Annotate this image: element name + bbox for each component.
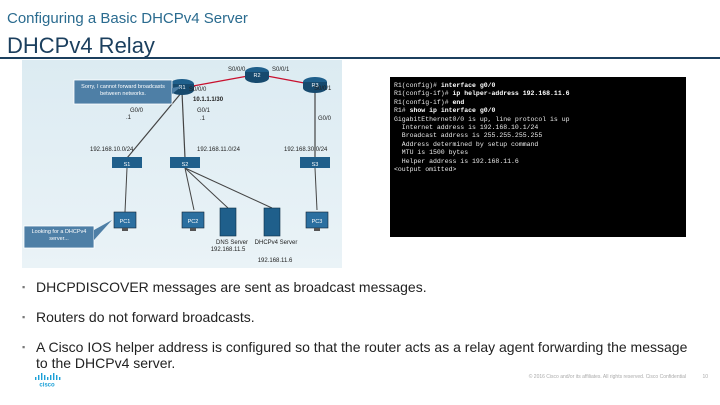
terminal-prompt: R1(config-if)#	[394, 90, 453, 98]
svg-text:G0/1: G0/1	[197, 108, 211, 114]
dhcp-server: DHCPv4 Server 192.168.11.6	[255, 207, 298, 264]
switch-s3: S3	[300, 157, 330, 168]
terminal-prompt: R1#	[394, 107, 410, 115]
svg-text:R3: R3	[311, 83, 318, 89]
svg-text:S2: S2	[182, 162, 189, 168]
svg-text:S3: S3	[312, 162, 319, 168]
dns-server: DNS Server 192.168.11.5	[211, 207, 248, 253]
svg-text:192.168.11.6: 192.168.11.6	[258, 258, 293, 264]
network-topology-diagram: R2 R1 R3 S0/0/0 S0/0/1 S0/0/0 10.1.1.1/3…	[22, 60, 342, 268]
svg-text:192.168.11.5: 192.168.11.5	[211, 247, 246, 253]
terminal-line: R1(config)# interface g0/0	[394, 82, 682, 90]
router-r3: R3	[303, 77, 327, 93]
svg-text:10.1.1.1/30: 10.1.1.1/30	[193, 97, 224, 103]
terminal-line: R1# show ip interface g0/0	[394, 107, 682, 115]
terminal-prompt: R1(config)#	[394, 82, 441, 89]
terminal-command: interface g0/0	[440, 82, 496, 89]
terminal-output: Helper address is 192.168.11.6	[394, 157, 519, 165]
svg-text:R2: R2	[253, 73, 260, 79]
router-r2: R2	[245, 67, 269, 83]
switch-s1: S1	[112, 157, 142, 168]
pc-pc3: PC3	[305, 211, 329, 231]
title-divider	[0, 57, 720, 59]
callout-pc: Looking for a DHCPv4 server...	[23, 220, 112, 249]
terminal-output: GigabitEthernet0/0 is up, line protocol …	[394, 115, 570, 123]
svg-text:S0/0/0: S0/0/0	[189, 87, 207, 93]
svg-text:G0/0: G0/0	[318, 116, 332, 122]
slide-title: DHCPv4 Relay	[7, 33, 155, 58]
terminal-line: GigabitEthernet0/0 is up, line protocol …	[394, 116, 682, 124]
svg-text:S0/0/0: S0/0/0	[228, 67, 246, 73]
terminal-line: Broadcast address is 255.255.255.255	[394, 132, 682, 140]
switch-s2: S2	[170, 157, 200, 168]
svg-text:192.168.10.0/24: 192.168.10.0/24	[90, 147, 134, 153]
svg-text:S0/0/1: S0/0/1	[272, 67, 290, 73]
svg-text:.1: .1	[200, 116, 206, 122]
terminal-output: Broadcast address is 255.255.255.255	[394, 132, 543, 140]
svg-text:PC2: PC2	[188, 219, 199, 225]
slide-subtitle: Configuring a Basic DHCPv4 Server	[7, 10, 248, 27]
svg-text:R1: R1	[178, 85, 185, 91]
terminal-command: end	[452, 98, 465, 106]
terminal-output: <output omitted>	[394, 166, 457, 174]
terminal-line: <output omitted>	[394, 166, 682, 174]
terminal-command: ip helper-address 192.168.11.6	[452, 90, 570, 98]
pc-pc1: PC1	[113, 211, 137, 231]
bullet-item: Routers do not forward broadcasts.	[22, 309, 255, 325]
terminal-line: R1(config-if)# ip helper-address 192.168…	[394, 90, 682, 98]
pc-pc2: PC2	[181, 211, 205, 231]
svg-text:PC3: PC3	[312, 219, 323, 225]
svg-text:DNS Server: DNS Server	[216, 240, 248, 246]
terminal-line: MTU is 1500 bytes	[394, 149, 682, 157]
terminal-prompt: R1(config-if)#	[394, 98, 453, 106]
callout-router: Sorry, I cannot forward broadcasts betwe…	[73, 79, 182, 105]
terminal-output: Address determined by setup command	[394, 140, 539, 148]
cisco-logo: cisco	[34, 373, 68, 392]
svg-text:PC1: PC1	[120, 219, 131, 225]
callout-pc-text: Looking for a DHCPv4 server...	[31, 229, 87, 242]
terminal-line: R1(config-if)# end	[394, 99, 682, 107]
copyright-notice: © 2016 Cisco and/or its affiliates. All …	[528, 374, 686, 380]
page-number: 10	[702, 374, 708, 380]
svg-text:DHCPv4 Server: DHCPv4 Server	[255, 240, 298, 246]
terminal-line: Address determined by setup command	[394, 141, 682, 149]
svg-text:192.168.30.0/24: 192.168.30.0/24	[284, 147, 328, 153]
terminal-command: show ip interface g0/0	[409, 107, 496, 115]
bullet-item: DHCPDISCOVER messages are sent as broadc…	[22, 279, 427, 295]
svg-text:192.168.11.0/24: 192.168.11.0/24	[197, 147, 241, 153]
svg-text:G0/0: G0/0	[130, 108, 144, 114]
terminal-output: Internet address is 192.168.10.1/24	[394, 124, 539, 132]
callout-router-text: Sorry, I cannot forward broadcasts betwe…	[81, 84, 165, 97]
svg-text:S0/0/1: S0/0/1	[314, 86, 332, 92]
terminal-output: MTU is 1500 bytes	[394, 149, 469, 157]
svg-text:S1: S1	[124, 162, 131, 168]
terminal-line: Helper address is 192.168.11.6	[394, 158, 682, 166]
svg-text:cisco: cisco	[39, 383, 55, 388]
bullet-item: A Cisco IOS helper address is configured…	[22, 339, 692, 371]
svg-text:.1: .1	[126, 115, 132, 121]
terminal-line: Internet address is 192.168.10.1/24	[394, 124, 682, 132]
